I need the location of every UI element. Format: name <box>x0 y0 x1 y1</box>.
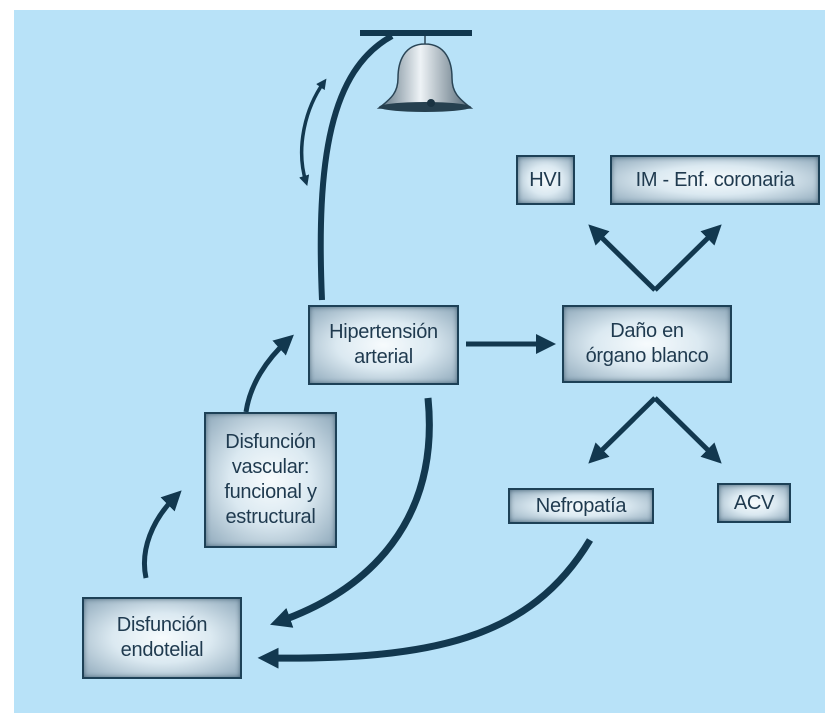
box-disfuncion-vascular: Disfunción vascular: funcional y estruct… <box>204 412 337 548</box>
arrow-hipertension-to-bell <box>317 33 394 301</box>
bell-icon <box>360 30 474 112</box>
arrow-dano-to-acv <box>653 396 722 464</box>
box-dano-organo-blanco: Daño en órgano blanco <box>562 305 732 383</box>
arrow-dano-to-hvi <box>588 224 657 292</box>
arrow-endotelial-to-vascular <box>142 490 182 579</box>
box-hvi: HVI <box>516 155 575 205</box>
arrow-nefropatia-to-endotelial <box>257 538 594 669</box>
arrow-dano-to-im <box>653 224 722 292</box>
arrow-dano-to-nefropatia <box>588 396 657 464</box>
arrow-hipertension-to-endotelial <box>270 397 433 628</box>
box-nefropatia: Nefropatía <box>508 488 654 524</box>
box-disfuncion-endotelial: Disfunción endotelial <box>82 597 242 679</box>
arrow-vascular-to-hipertension <box>243 334 294 413</box>
arrow-bidirectional <box>299 78 327 187</box>
box-acv: ACV <box>717 483 791 523</box>
box-hipertension-arterial: Hipertensión arterial <box>308 305 459 385</box>
box-im-enf-coronaria: IM - Enf. coronaria <box>610 155 820 205</box>
